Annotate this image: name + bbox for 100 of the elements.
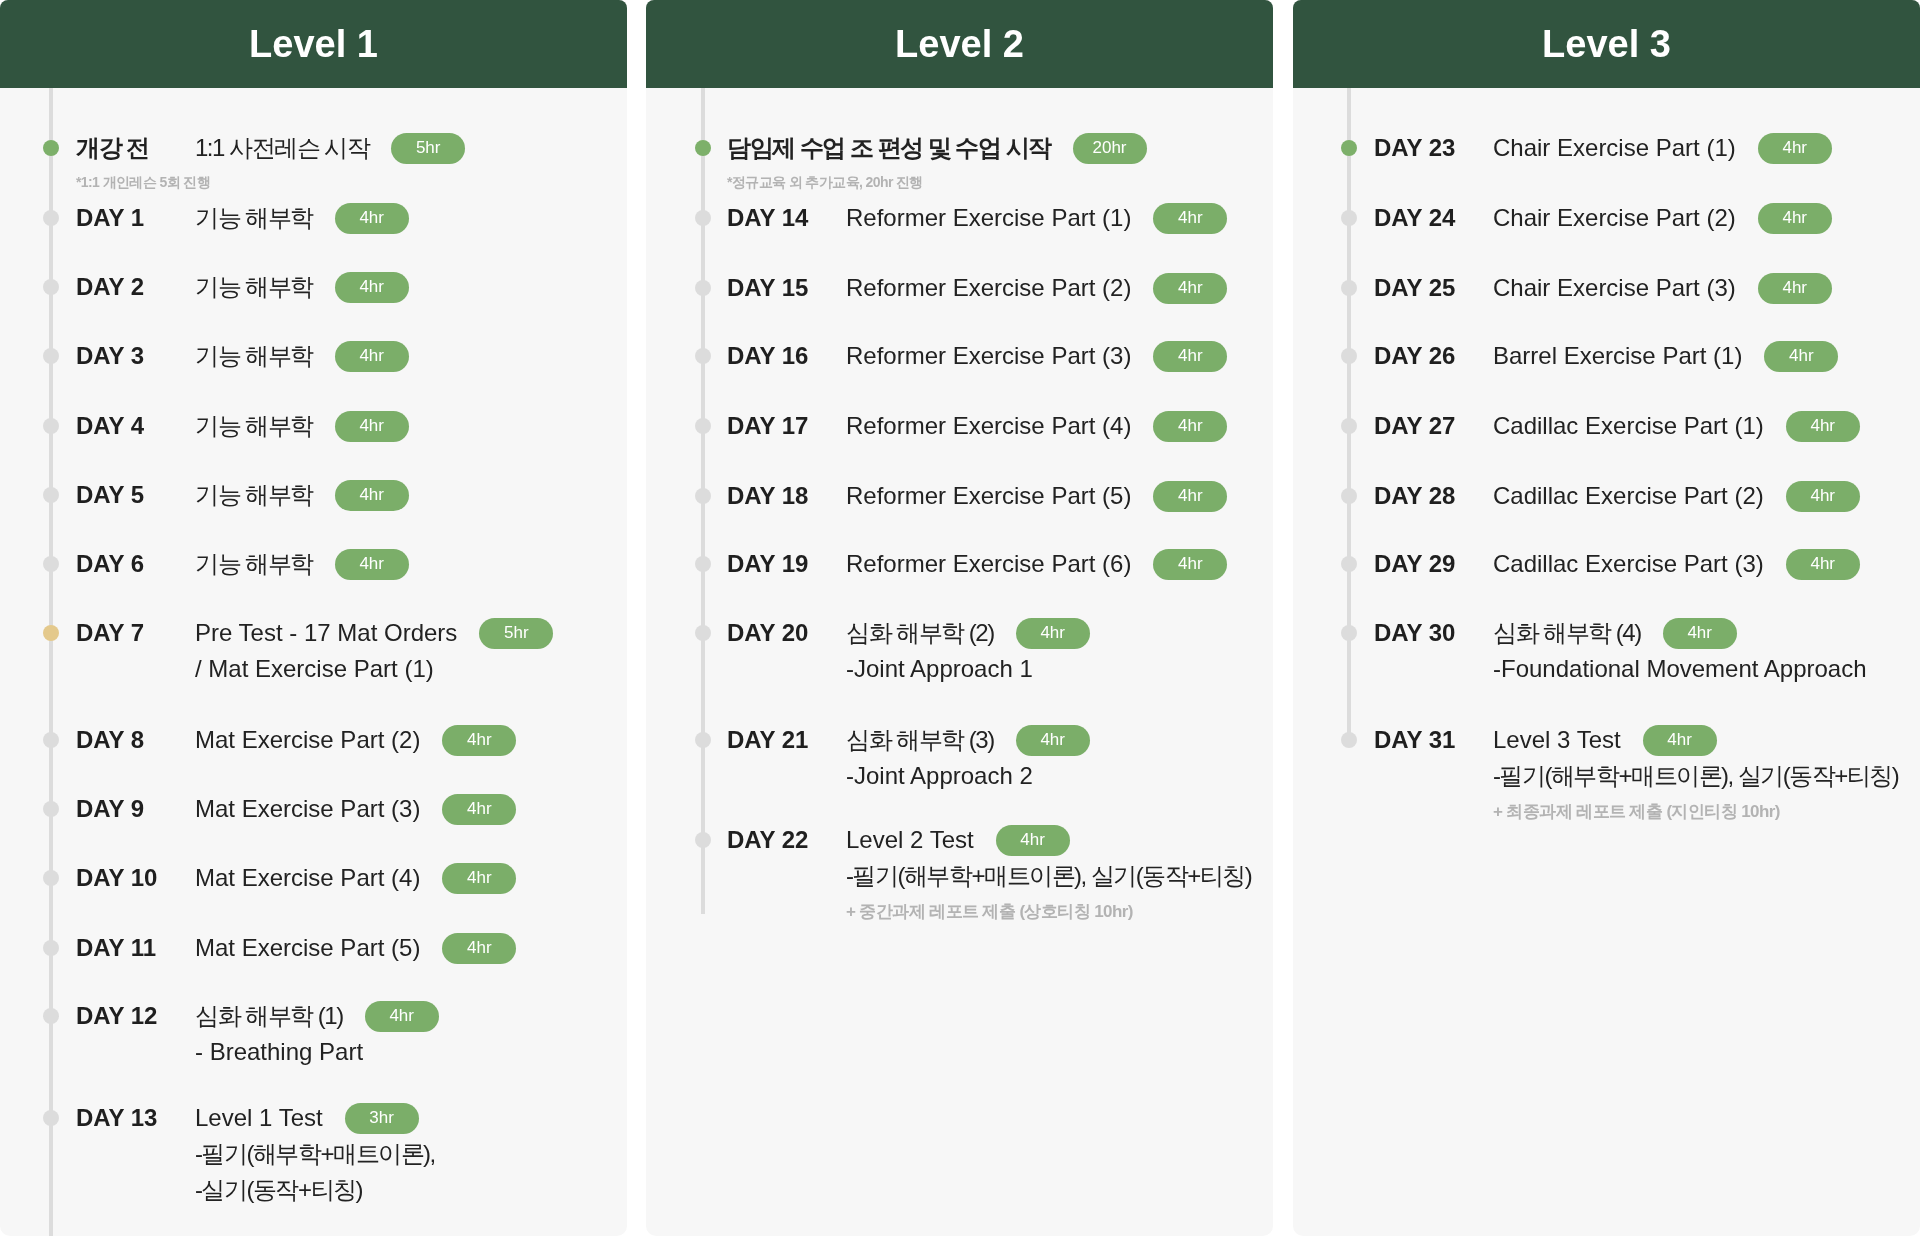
session-title: Cadillac Exercise Part (1) (1493, 411, 1764, 441)
duration-badge: 4hr (1642, 724, 1717, 756)
duration-badge: 20hr (1072, 132, 1147, 164)
session-title: Chair Exercise Part (3) (1493, 273, 1736, 303)
day-label: DAY 30 (1374, 618, 1456, 648)
duration-badge: 4hr (442, 932, 517, 964)
day-label: DAY 10 (76, 863, 158, 893)
session-title: Mat Exercise Part (5) (195, 933, 421, 963)
level-panel (1293, 0, 1920, 1236)
day-label: DAY 6 (76, 549, 145, 579)
duration-badge: 5hr (479, 617, 554, 649)
session-title: Mat Exercise Part (3) (195, 794, 421, 824)
duration-badge: 4hr (334, 340, 409, 372)
session-title: 심화 해부학 (2) (846, 618, 994, 648)
note-text: + 중간과제 레포트 제출 (상호티칭 10hr) (846, 901, 1133, 923)
level-panel (0, 0, 627, 1236)
duration-badge: 4hr (1153, 548, 1228, 580)
duration-badge: 4hr (1153, 480, 1228, 512)
duration-badge: 4hr (1757, 202, 1832, 234)
session-title: 담임제 수업 조 편성 및 수업 시작 (727, 133, 1051, 163)
session-detail: -Joint Approach 1 (846, 654, 1033, 684)
duration-badge: 4hr (364, 1000, 439, 1032)
day-label: DAY 1 (76, 203, 145, 233)
level-header: Level 3 (1293, 0, 1920, 88)
session-title: 심화 해부학 (3) (846, 725, 994, 755)
session-title: Level 1 Test (195, 1103, 323, 1133)
day-label: 개강 전 (76, 133, 149, 163)
day-label: DAY 26 (1374, 341, 1456, 371)
session-title: Cadillac Exercise Part (2) (1493, 481, 1764, 511)
session-detail: -필기(해부학+매트이론), 실기(동작+티칭) (846, 861, 1252, 891)
session-title: 기능 해부학 (195, 549, 313, 579)
session-detail: -Foundational Movement Approach (1493, 654, 1867, 684)
day-label: DAY 12 (76, 1001, 158, 1031)
session-title: Barrel Exercise Part (1) (1493, 341, 1743, 371)
duration-badge: 4hr (334, 271, 409, 303)
session-detail: -Joint Approach 2 (846, 761, 1033, 791)
day-label: DAY 5 (76, 480, 145, 510)
session-title: Reformer Exercise Part (6) (846, 549, 1132, 579)
session-title: Level 2 Test (846, 825, 974, 855)
day-label: DAY 23 (1374, 133, 1456, 163)
session-title: 심화 해부학 (4) (1493, 618, 1641, 648)
duration-badge: 4hr (1757, 132, 1832, 164)
duration-badge: 4hr (995, 824, 1070, 856)
day-label: DAY 22 (727, 825, 809, 855)
session-title: Cadillac Exercise Part (3) (1493, 549, 1764, 579)
note-text: *정규교육 외 추가교육, 20hr 진행 (727, 173, 923, 192)
duration-badge: 3hr (344, 1102, 419, 1134)
duration-badge: 4hr (1153, 340, 1228, 372)
session-title: Chair Exercise Part (2) (1493, 203, 1736, 233)
duration-badge: 4hr (1015, 617, 1090, 649)
session-title: Reformer Exercise Part (2) (846, 273, 1132, 303)
day-label: DAY 17 (727, 411, 809, 441)
note-text: *1:1 개인레슨 5회 진행 (76, 173, 211, 192)
day-label: DAY 19 (727, 549, 809, 579)
duration-badge: 4hr (334, 202, 409, 234)
day-label: DAY 4 (76, 411, 145, 441)
day-label: DAY 21 (727, 725, 809, 755)
session-title: Mat Exercise Part (2) (195, 725, 421, 755)
day-label: DAY 29 (1374, 549, 1456, 579)
day-label: DAY 16 (727, 341, 809, 371)
level-panel (646, 0, 1273, 1236)
session-title: 기능 해부학 (195, 341, 313, 371)
session-title: Reformer Exercise Part (4) (846, 411, 1132, 441)
session-title: 기능 해부학 (195, 203, 313, 233)
duration-badge: 4hr (442, 862, 517, 894)
duration-badge: 4hr (1153, 272, 1228, 304)
session-title: Reformer Exercise Part (1) (846, 203, 1132, 233)
session-title: 1:1 사전레슨 시작 (195, 133, 370, 163)
session-title: 기능 해부학 (195, 480, 313, 510)
duration-badge: 4hr (334, 410, 409, 442)
session-title: 기능 해부학 (195, 411, 313, 441)
session-detail: -필기(해부학+매트이론), 실기(동작+티칭) (1493, 761, 1899, 791)
day-label: DAY 18 (727, 481, 809, 511)
level-header: Level 2 (646, 0, 1273, 88)
duration-badge: 4hr (334, 479, 409, 511)
day-label: DAY 25 (1374, 273, 1456, 303)
day-label: DAY 14 (727, 203, 809, 233)
duration-badge: 4hr (1662, 617, 1737, 649)
duration-badge: 5hr (391, 132, 466, 164)
note-text: + 최종과제 레포트 제출 (지인티칭 10hr) (1493, 801, 1780, 823)
day-label: DAY 27 (1374, 411, 1456, 441)
duration-badge: 4hr (442, 793, 517, 825)
session-detail: -실기(동작+티칭) (195, 1175, 362, 1205)
session-title: Reformer Exercise Part (3) (846, 341, 1132, 371)
day-label: DAY 31 (1374, 725, 1456, 755)
duration-badge: 4hr (1757, 272, 1832, 304)
session-title: 기능 해부학 (195, 272, 313, 302)
day-label: DAY 9 (76, 794, 145, 824)
day-label: DAY 7 (76, 618, 145, 648)
session-title: Level 3 Test (1493, 725, 1621, 755)
session-title: 심화 해부학 (1) (195, 1001, 343, 1031)
duration-badge: 4hr (1785, 410, 1860, 442)
day-label: DAY 28 (1374, 481, 1456, 511)
session-title: Chair Exercise Part (1) (1493, 133, 1736, 163)
duration-badge: 4hr (1785, 480, 1860, 512)
duration-badge: 4hr (334, 548, 409, 580)
day-label: DAY 15 (727, 273, 809, 303)
session-detail: / Mat Exercise Part (1) (195, 654, 434, 684)
session-title: Mat Exercise Part (4) (195, 863, 421, 893)
day-label: DAY 11 (76, 933, 157, 963)
